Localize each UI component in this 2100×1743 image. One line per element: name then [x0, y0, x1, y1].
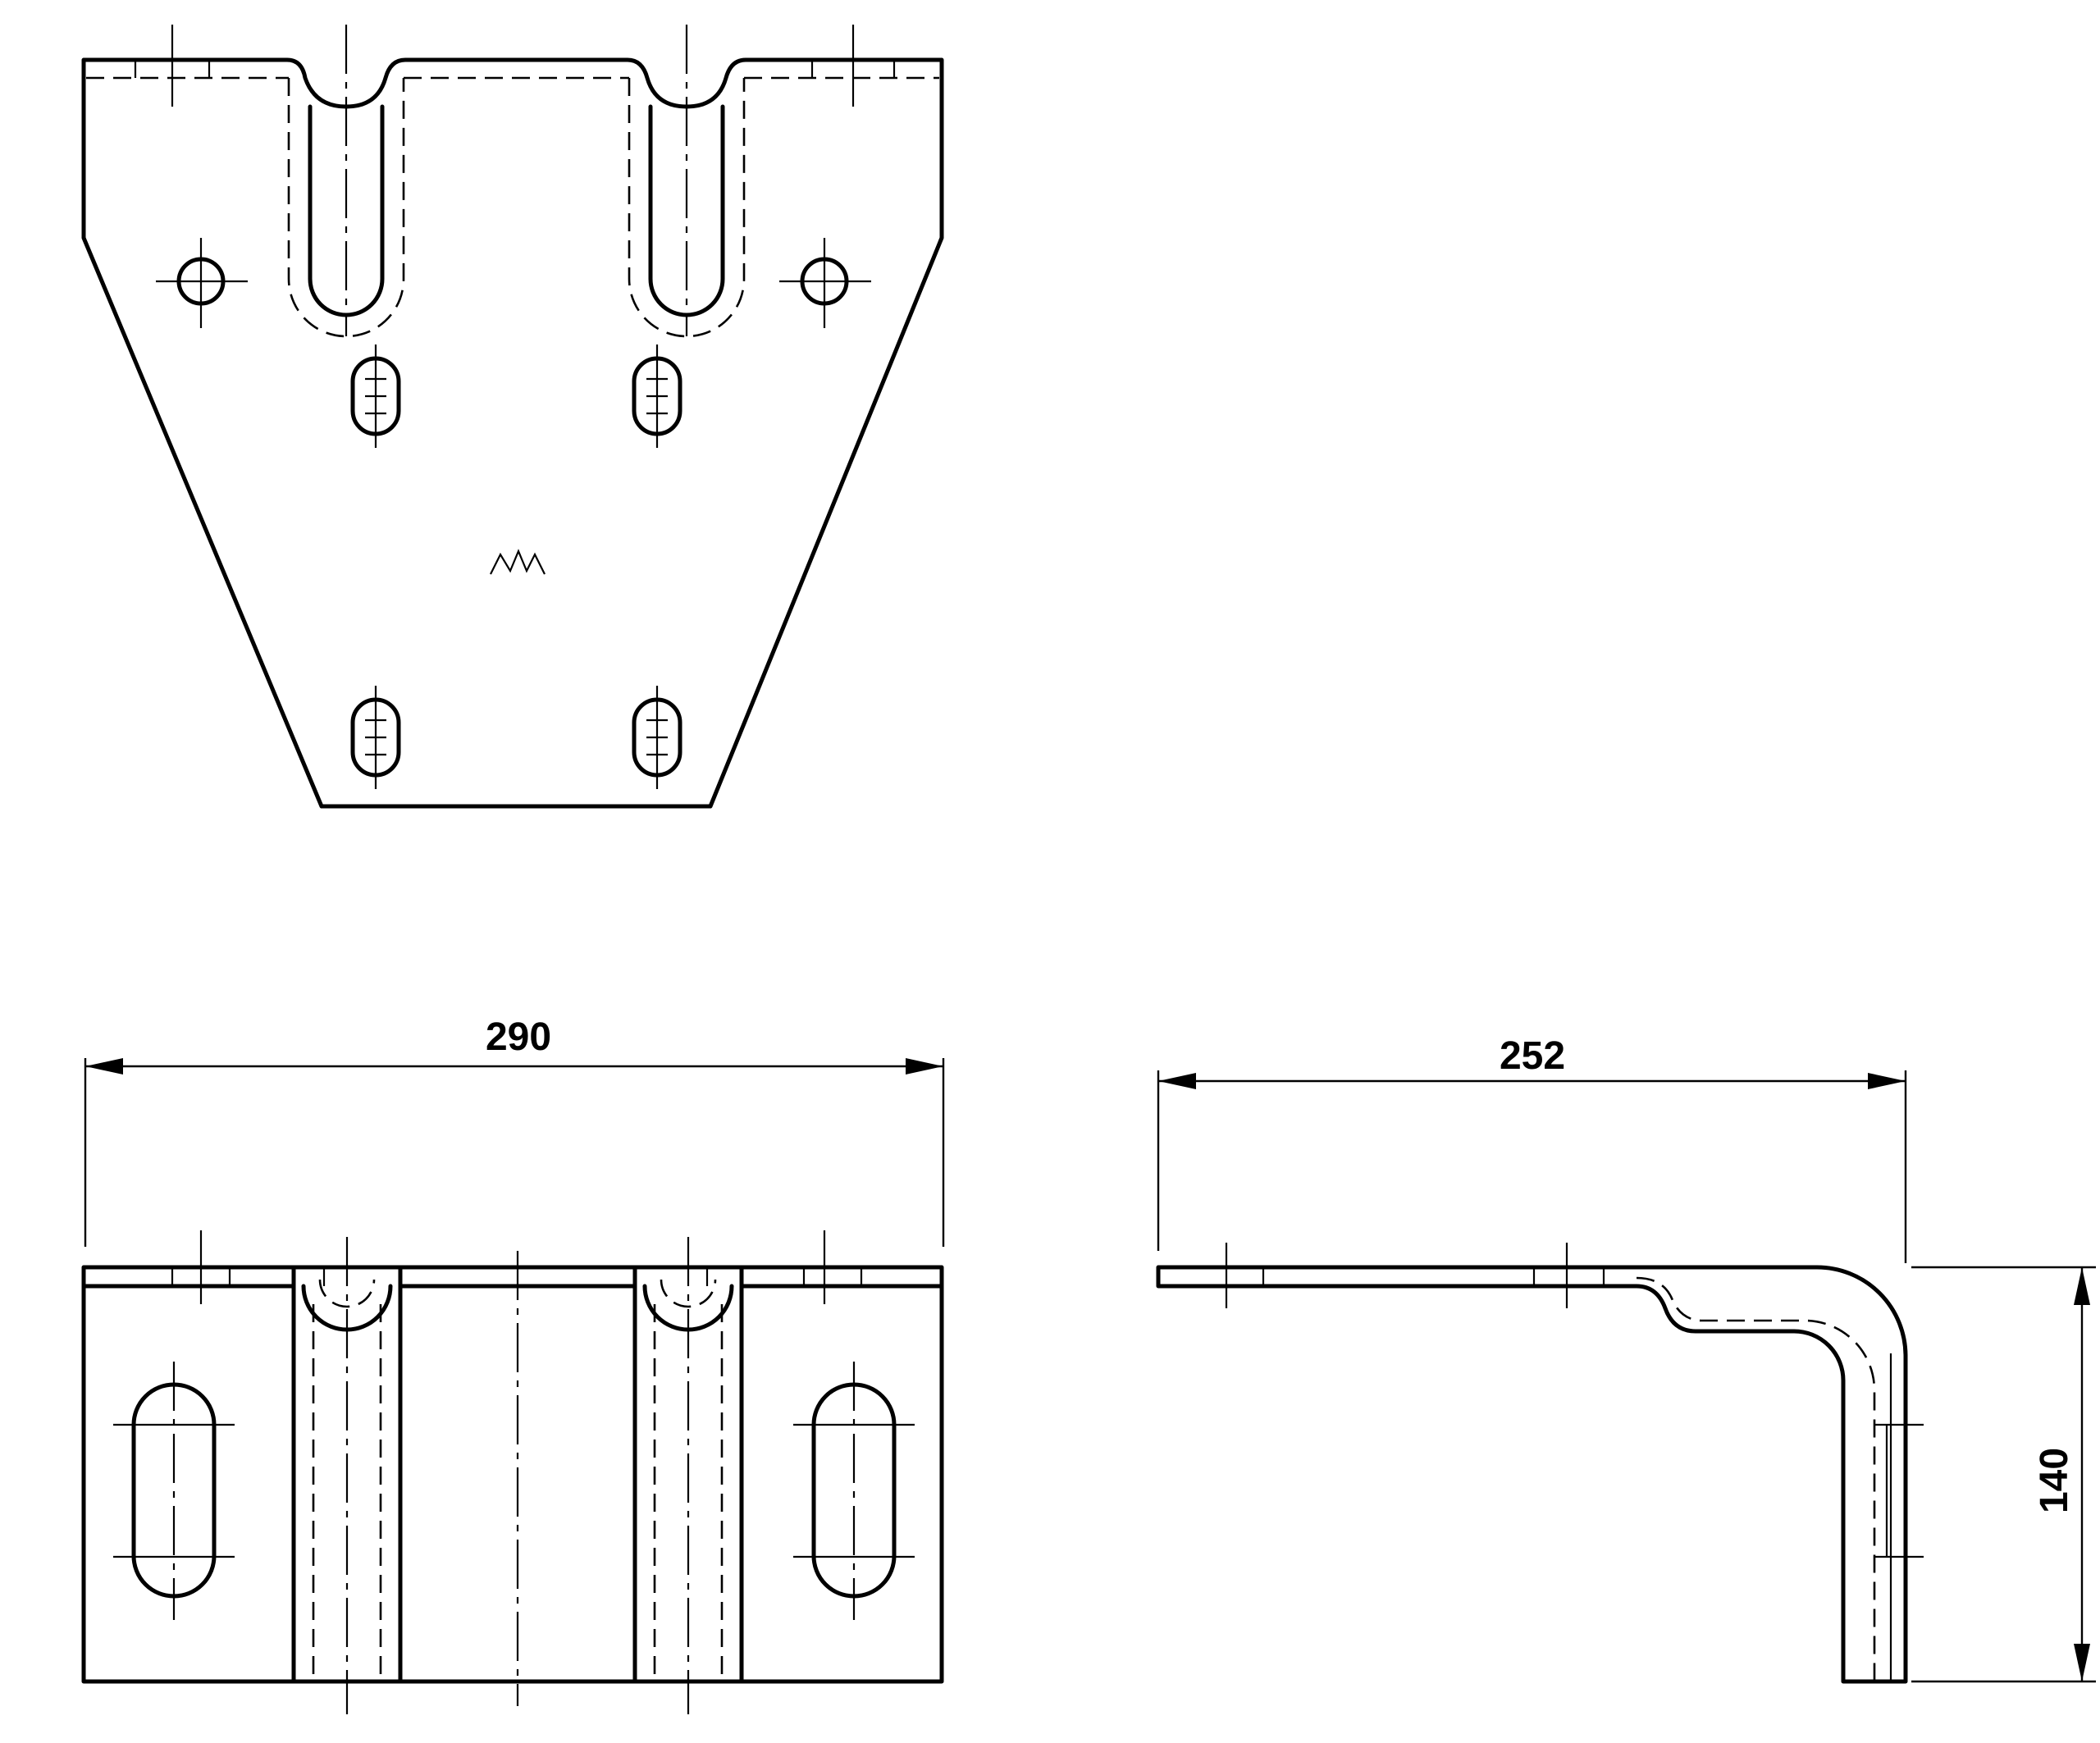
top-hole-right-crosshair — [779, 238, 871, 328]
dim-140-arrow-top — [2074, 1267, 2090, 1305]
dim-140-label: 140 — [2033, 1448, 2076, 1513]
top-slot-left-hidden — [287, 78, 405, 338]
dim-290-label: 290 — [486, 1015, 551, 1059]
front-channel-right-curve-hidden — [660, 1279, 717, 1308]
top-edge-ticks — [134, 60, 896, 78]
side-view: 252 140 — [1156, 1034, 2096, 1684]
dim-290-arrow-right — [906, 1058, 943, 1075]
top-hole-left-crosshair — [156, 238, 248, 328]
front-channel-left — [291, 1265, 403, 1684]
top-slot-hole-lower-right-marks — [646, 686, 668, 789]
top-slot-hole-upper-right-marks — [646, 344, 668, 448]
front-flange-ticks — [171, 1267, 863, 1286]
top-hole-axis-lines — [171, 25, 855, 107]
top-slot-hole-lower-left-marks — [365, 686, 386, 789]
dim-140-arrow-bottom — [2074, 1644, 2090, 1681]
side-leg-ticks — [1874, 1423, 1924, 1558]
maker-logo-icon — [490, 549, 546, 575]
top-slot-hole-upper-left-marks — [365, 344, 386, 448]
dim-252-arrow-left — [1158, 1073, 1196, 1089]
front-view-outline — [81, 1265, 944, 1684]
front-view: 290 — [81, 1015, 945, 1714]
side-view-hidden-line — [1636, 1276, 1876, 1680]
side-flange-ticks — [1225, 1243, 1605, 1308]
top-slot-right-hidden — [628, 78, 746, 338]
front-channel-right-hidden — [653, 1304, 724, 1680]
top-view — [81, 25, 944, 809]
top-view-outline — [81, 57, 944, 809]
front-channel-left-curve-hidden — [318, 1279, 376, 1308]
front-channel-right — [632, 1265, 744, 1684]
dim-252-arrow-right — [1868, 1073, 1906, 1089]
dim-252-label: 252 — [1500, 1034, 1565, 1078]
side-view-outline — [1156, 1265, 1908, 1684]
front-channel-left-hidden — [312, 1304, 382, 1680]
dim-290-arrow-left — [85, 1058, 123, 1075]
front-hole-axis-lines — [199, 1230, 826, 1304]
